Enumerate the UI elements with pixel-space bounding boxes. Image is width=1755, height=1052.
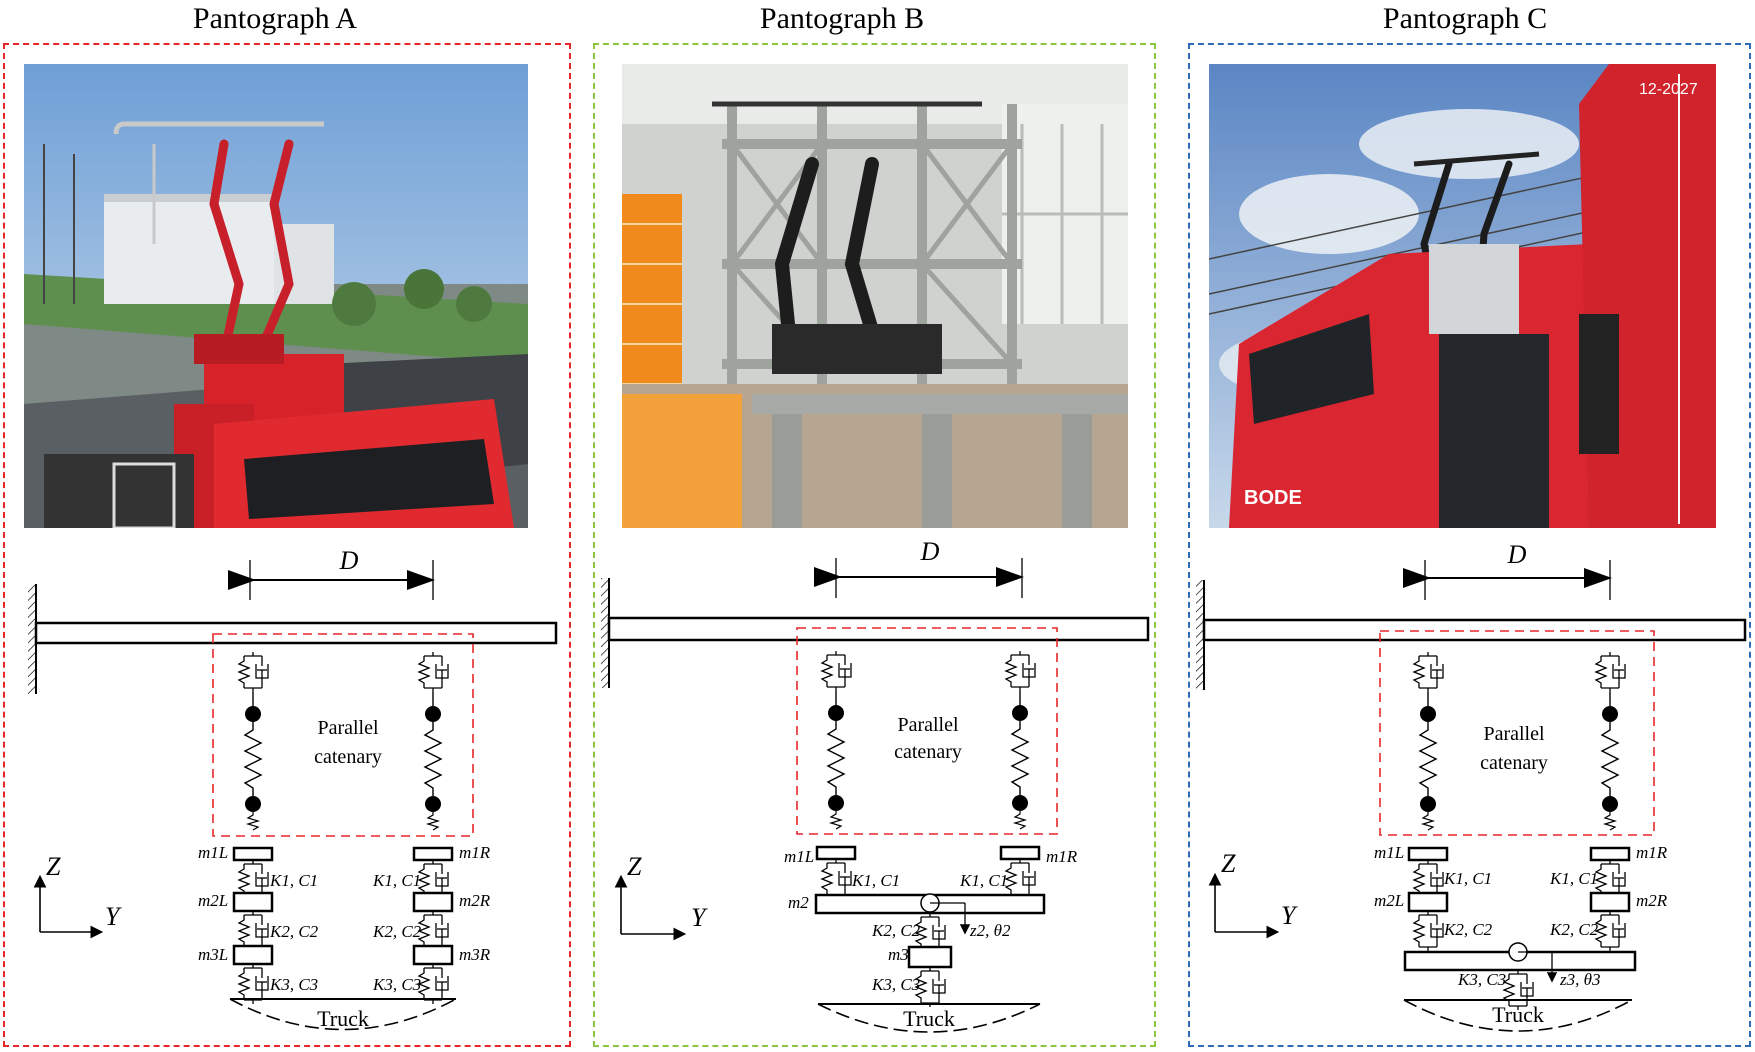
svg-text:K2, C2: K2, C2 <box>372 922 422 941</box>
svg-text:K1, C1: K1, C1 <box>372 871 421 890</box>
svg-text:m1R: m1R <box>1636 843 1668 862</box>
svg-text:m1L: m1L <box>1374 843 1404 862</box>
svg-text:catenary: catenary <box>314 746 382 768</box>
svg-text:K1, C1: K1, C1 <box>269 871 318 890</box>
svg-text:Parallel: Parallel <box>897 714 959 736</box>
panel-a-title: Pantograph A <box>192 2 358 35</box>
svg-text:z2, θ2: z2, θ2 <box>969 921 1011 940</box>
svg-text:K1, C1: K1, C1 <box>1549 869 1598 888</box>
svg-text:m2L: m2L <box>198 891 228 910</box>
svg-text:K1, C1: K1, C1 <box>1443 869 1492 888</box>
svg-text:Z: Z <box>46 852 61 881</box>
svg-text:K3, C3: K3, C3 <box>871 975 920 994</box>
svg-text:Truck: Truck <box>1492 1002 1544 1027</box>
diagram-a: D Parallel catenary Truck m1L m1R m2L m2… <box>28 546 558 1031</box>
svg-text:12-2027: 12-2027 <box>1639 81 1698 98</box>
svg-text:m3: m3 <box>888 945 909 964</box>
svg-text:K3, C3: K3, C3 <box>269 975 318 994</box>
svg-text:K2, C2: K2, C2 <box>1443 920 1493 939</box>
photo-pantograph-c: 12-2027 BODE <box>1209 64 1716 528</box>
svg-text:Z: Z <box>627 852 642 881</box>
svg-text:D: D <box>339 546 359 575</box>
panel-b-title: Pantograph B <box>759 2 925 35</box>
svg-text:m3L: m3L <box>198 945 228 964</box>
svg-text:Y: Y <box>691 903 708 932</box>
svg-text:z3, θ3: z3, θ3 <box>1559 970 1600 989</box>
diagram-c: D Parallel catenary Truck m1L m1R m2L m2… <box>1196 540 1747 1032</box>
svg-text:m2L: m2L <box>1374 891 1404 910</box>
svg-text:BODE: BODE <box>1244 487 1302 509</box>
panel-a-frame <box>3 43 571 1047</box>
svg-text:Truck: Truck <box>903 1006 955 1031</box>
svg-text:K3, C3: K3, C3 <box>372 975 421 994</box>
svg-text:Z: Z <box>1221 849 1236 878</box>
svg-text:m2R: m2R <box>459 891 491 910</box>
svg-text:K3, C3: K3, C3 <box>1457 970 1506 989</box>
svg-text:K2, C2: K2, C2 <box>1549 920 1599 939</box>
svg-text:m2R: m2R <box>1636 891 1668 910</box>
svg-text:m1R: m1R <box>1046 847 1078 866</box>
svg-text:K1, C1: K1, C1 <box>851 871 900 890</box>
svg-text:catenary: catenary <box>1480 752 1548 774</box>
svg-text:Parallel: Parallel <box>1483 723 1545 745</box>
svg-text:Y: Y <box>105 902 122 931</box>
photo-pantograph-a <box>24 64 528 528</box>
svg-text:K2, C2: K2, C2 <box>871 921 921 940</box>
svg-text:Truck: Truck <box>317 1006 369 1031</box>
panel-b-frame <box>593 43 1156 1047</box>
svg-text:m1L: m1L <box>784 847 814 866</box>
svg-text:m1R: m1R <box>459 843 491 862</box>
svg-text:K1, C1: K1, C1 <box>959 871 1008 890</box>
diagram-b: D Parallel catenary Truck m1L m1R m2 m3 … <box>601 537 1150 1033</box>
svg-text:m3R: m3R <box>459 945 491 964</box>
svg-text:Y: Y <box>1281 901 1298 930</box>
svg-text:Parallel: Parallel <box>317 717 379 739</box>
svg-text:catenary: catenary <box>894 741 962 763</box>
photo-pantograph-b <box>622 64 1128 528</box>
svg-text:m2: m2 <box>788 893 809 912</box>
svg-text:D: D <box>1507 540 1527 569</box>
panel-c-title: Pantograph C <box>1382 2 1548 35</box>
panel-c-frame <box>1188 43 1751 1047</box>
svg-text:m1L: m1L <box>198 843 228 862</box>
svg-text:D: D <box>920 537 940 566</box>
svg-text:K2, C2: K2, C2 <box>269 922 319 941</box>
